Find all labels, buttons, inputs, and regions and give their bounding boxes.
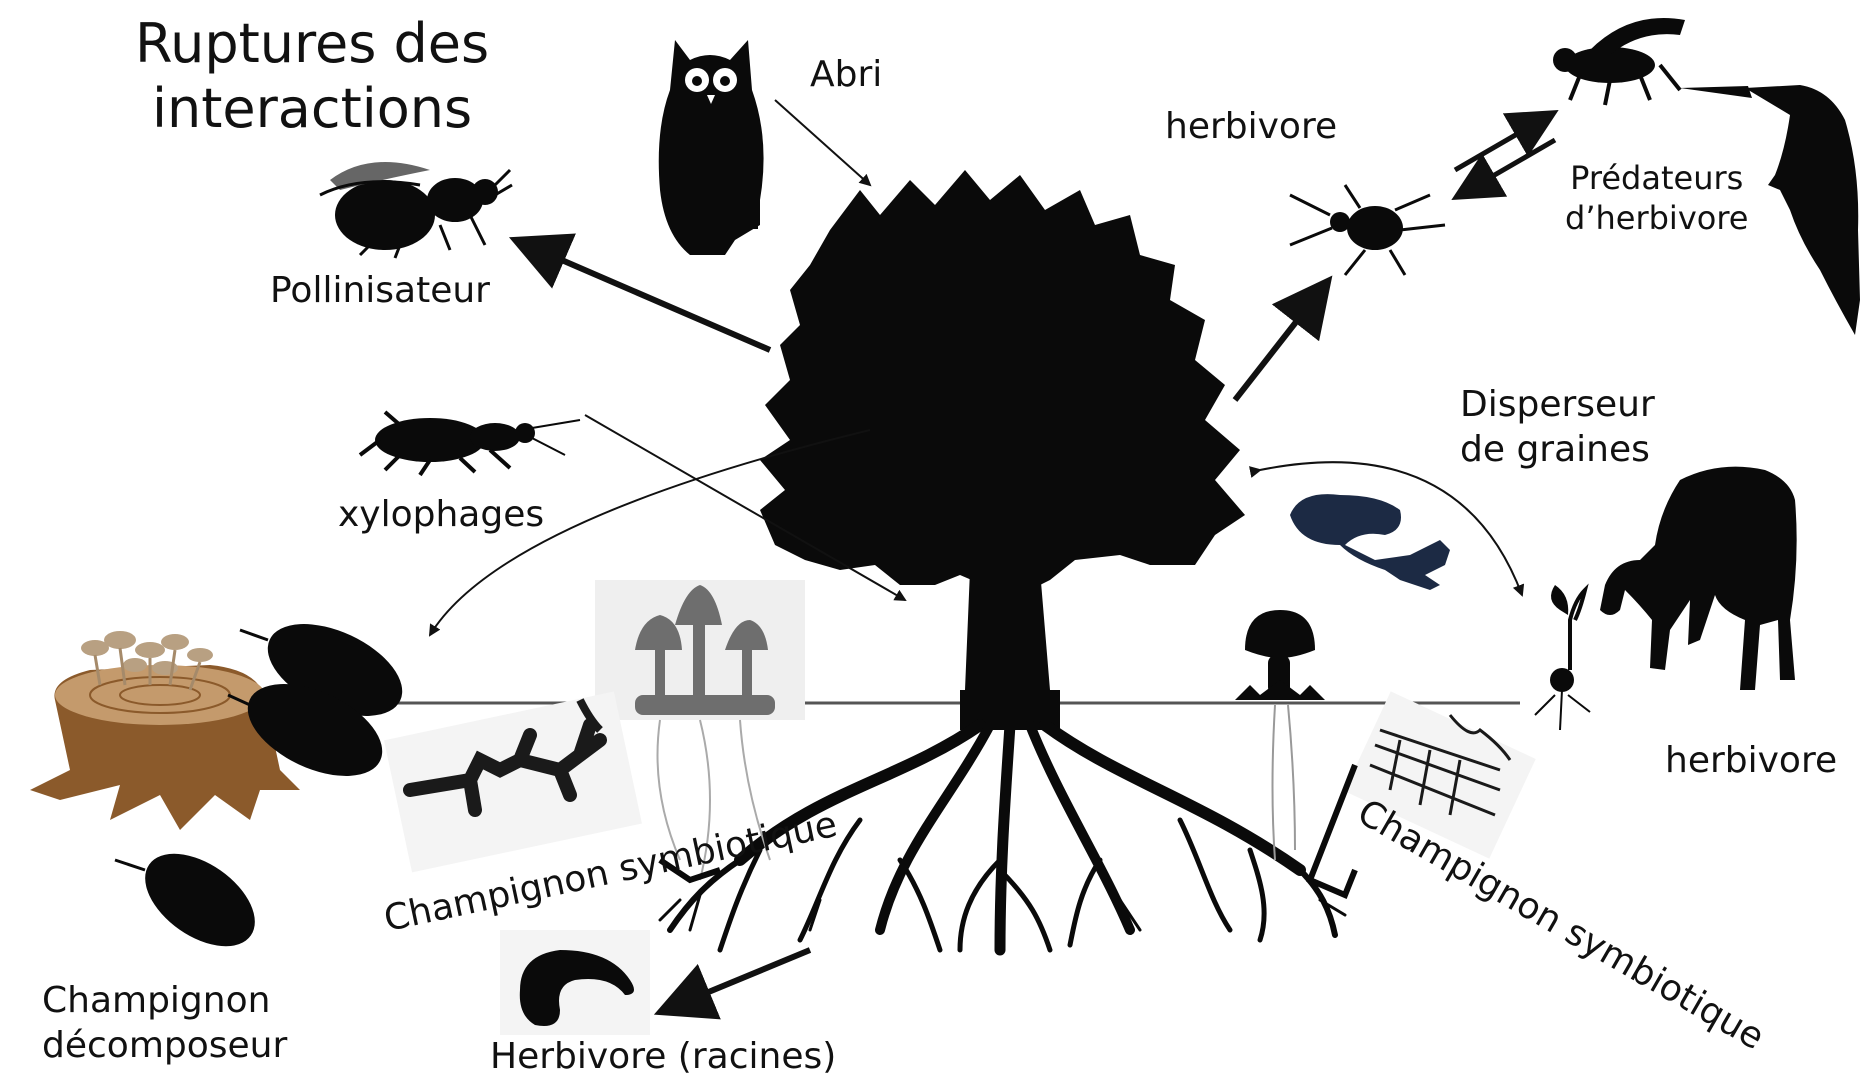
label-herbivore-top: herbivore xyxy=(1165,104,1337,149)
label-predateurs: Prédateurs d’herbivore xyxy=(1565,158,1748,238)
label-abri: Abri xyxy=(810,52,882,97)
predator-insect-icon xyxy=(1553,18,1685,105)
label-disperseur: Disperseur de graines xyxy=(1460,382,1655,472)
seedling-icon xyxy=(1535,585,1590,730)
label-herbivore-right: herbivore xyxy=(1665,738,1837,783)
deer-icon xyxy=(1600,467,1797,690)
boletus-icon xyxy=(1235,610,1325,860)
label-herbivore-racines: Herbivore (racines) xyxy=(490,1034,836,1079)
label-xylophages: xylophages xyxy=(338,492,544,537)
label-pollinisateur: Pollinisateur xyxy=(270,268,490,313)
tree-icon xyxy=(760,170,1245,730)
beetle-icon xyxy=(360,412,580,475)
squirrel-icon xyxy=(1290,494,1450,590)
bee-icon xyxy=(320,162,512,258)
aphid-icon xyxy=(1290,185,1445,275)
owl-icon xyxy=(659,40,764,255)
larva-icon xyxy=(500,930,650,1035)
label-champignon-decomposeur: Champignon décomposeur xyxy=(42,978,287,1068)
page-title: Ruptures des interactions xyxy=(135,12,489,142)
